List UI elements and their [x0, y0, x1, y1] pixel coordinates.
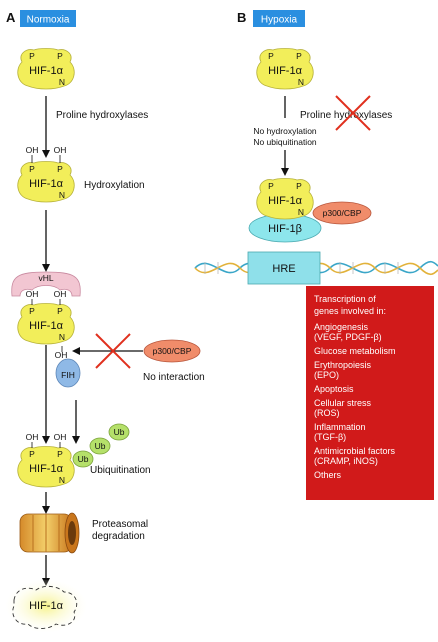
gene-item-4: Erythropoiesis	[314, 360, 372, 370]
panel-b-letter: B	[237, 10, 246, 25]
p-label: P	[29, 164, 35, 174]
transcription-header-1: Transcription of	[314, 294, 376, 304]
hre-element: HRE	[247, 251, 321, 285]
hif1a-protein-b1: P P HIF-1α N	[256, 48, 314, 90]
step-hydroxylation-label: Hydroxylation	[84, 180, 145, 191]
hif1a-label: HIF-1α	[29, 463, 64, 475]
n-label: N	[59, 332, 65, 342]
panel-a-title-box	[20, 10, 76, 27]
hif1b-label: HIF-1β	[268, 223, 302, 235]
hif1a-label: HIF-1α	[268, 65, 303, 77]
p-label: P	[296, 181, 302, 191]
hif1a-label: HIF-1α	[29, 65, 64, 77]
step-proline-label: Proline hydroxylases	[56, 110, 148, 121]
p300-cbp-protein: p300/CBP	[143, 339, 201, 363]
oh-label: OH	[55, 350, 68, 360]
p-label: P	[296, 51, 302, 61]
oh-label: OH	[26, 145, 39, 155]
n-label: N	[59, 190, 65, 200]
p-label: P	[29, 449, 35, 459]
hif1a-label: HIF-1α	[268, 195, 303, 207]
p-label: P	[29, 51, 35, 61]
gene-item-9: Inflammation	[314, 422, 366, 432]
hif1a-label: HIF-1α	[29, 178, 64, 190]
hre-label: HRE	[272, 263, 295, 275]
panel-b-title-box	[253, 10, 305, 27]
gene-item-12: (CRAMP, iNOS)	[314, 456, 378, 466]
ub-label: Ub	[95, 441, 106, 451]
cross-icon	[95, 333, 131, 369]
gene-item-1: Angiogenesis	[314, 322, 369, 332]
hif1a-protein-4: P P OH OH HIF-1α N	[17, 432, 75, 488]
p-label: P	[57, 164, 63, 174]
ub-label: Ub	[114, 427, 125, 437]
panel-a: A Normoxia P P HIF-1α N Proline hydroxyl…	[6, 10, 205, 632]
gene-item-5: (EPO)	[314, 370, 339, 380]
proline-label: Proline hydroxylases	[300, 110, 392, 121]
p300-label: p300/CBP	[323, 208, 362, 218]
oh-label: OH	[54, 432, 67, 442]
gene-item-2: (VEGF, PDGF-β)	[314, 332, 382, 342]
no-ubiquitination-label: No ubiquitination	[253, 137, 317, 147]
hif1a-label: HIF-1α	[29, 320, 64, 332]
gene-item-11: Antimicrobial factors	[314, 446, 396, 456]
panel-a-letter: A	[6, 10, 16, 25]
cross-icon	[335, 95, 371, 131]
panel-b-title: Hypoxia	[261, 15, 298, 26]
ubiquitin-chain: Ub Ub Ub	[72, 423, 130, 468]
proteasome-icon	[19, 512, 80, 554]
gene-item-6: Apoptosis	[314, 384, 354, 394]
vhl-hif-complex: vHL P P OH OH HIF-1α N	[11, 271, 81, 345]
p300-cbp-protein	[312, 201, 372, 225]
n-label: N	[59, 77, 65, 87]
step-ubiquitination-label: Ubiquitination	[90, 465, 151, 476]
p-label: P	[268, 51, 274, 61]
panel-a-title: Normoxia	[27, 15, 70, 26]
transcription-header-2: genes involved in:	[314, 306, 386, 316]
gene-item-13: Others	[314, 470, 342, 480]
p-label: P	[57, 306, 63, 316]
p-label: P	[57, 51, 63, 61]
p-label: P	[29, 306, 35, 316]
vhl-label: vHL	[38, 273, 53, 283]
hif1a-label: HIF-1α	[29, 600, 64, 612]
n-label: N	[298, 207, 304, 217]
vhl-protein	[11, 271, 81, 297]
gene-item-7: Cellular stress	[314, 398, 372, 408]
fih-label: FIH	[61, 370, 75, 380]
n-label: N	[59, 475, 65, 485]
oh-label: OH	[26, 289, 39, 299]
oh-label: OH	[54, 145, 67, 155]
step-degradation-label-1: Proteasomal	[92, 519, 148, 530]
oh-label: OH	[26, 432, 39, 442]
hif1a-protein-b2: P P HIF-1α N	[256, 178, 314, 220]
no-interaction-label: No interaction	[143, 372, 205, 383]
hif1a-protein-2: P P OH OH HIF-1α N	[17, 145, 75, 203]
step-degradation-label-2: degradation	[92, 531, 145, 542]
fih-protein: FIH OH	[55, 346, 81, 388]
p-label: P	[268, 181, 274, 191]
gene-item-3: Glucose metabolism	[314, 346, 396, 356]
hif1a-protein-1: P P HIF-1α N	[17, 48, 75, 90]
panel-b: B Hypoxia P P HIF-1α N Proline hydroxyla…	[194, 10, 438, 500]
ub-label: Ub	[78, 454, 89, 464]
gene-item-10: (TGF-β)	[314, 432, 346, 442]
transcription-box: Transcription of genes involved in: Angi…	[306, 286, 434, 500]
p-label: P	[57, 449, 63, 459]
degraded-hif1a: HIF-1α	[6, 580, 86, 632]
oh-label: OH	[54, 289, 67, 299]
n-label: N	[298, 77, 304, 87]
no-hydroxylation-label: No hydroxylation	[253, 126, 317, 136]
p300-label: p300/CBP	[153, 346, 192, 356]
hif-complex: HIF-1β P P HIF-1α N p300/CBP	[248, 178, 372, 243]
gene-item-8: (ROS)	[314, 408, 340, 418]
